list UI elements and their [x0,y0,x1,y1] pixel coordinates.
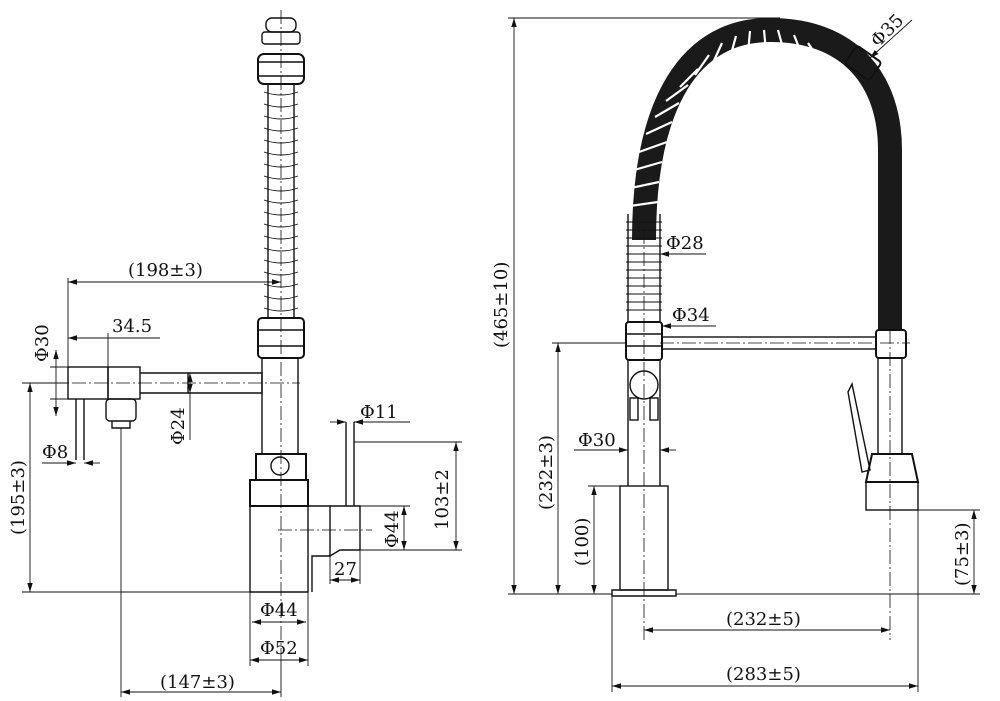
dim-phi28: Φ28 [666,233,704,254]
dim-103: 103±2 [432,469,453,530]
dim-phi35: Φ35 [867,10,908,51]
dim-195: (195±3) [8,460,29,535]
right-handle-column [847,330,920,640]
right-spring-hose [629,17,902,330]
dim-phi11: Φ11 [360,402,398,423]
dim-27: 27 [334,559,357,580]
right-dimensions: Φ35 Φ28 Φ34 (465±10) (232±3) Φ30 (100) [491,10,980,692]
left-faucet-body [249,357,372,593]
dim-75: (75±3) [952,523,973,586]
dim-phi24: Φ24 [168,407,189,445]
dim-phi44-side: Φ44 [382,510,403,548]
left-dimensions: (198±3) 34.5 Φ30 Φ24 Φ8 (195±3) [8,260,462,697]
left-spring-spout [257,10,305,660]
dim-phi34: Φ34 [672,305,710,326]
right-front-view: Φ35 Φ28 Φ34 (465±10) (232±3) Φ30 (100) [491,10,980,692]
right-crossbar [660,329,910,359]
dim-198: (198±3) [128,260,203,281]
dim-283: (283±5) [726,664,801,685]
dim-phi30-left: Φ30 [32,324,53,362]
dim-34-5: 34.5 [112,316,152,337]
left-side-view: (198±3) 34.5 Φ30 Φ24 Φ8 (195±3) [8,10,462,697]
dim-100: (100) [572,518,593,566]
dim-147: (147±3) [160,672,235,693]
dim-phi8: Φ8 [42,442,68,463]
dim-465: (465±10) [491,262,512,348]
dim-232-horizontal: (232±5) [726,609,801,630]
dim-phi30-right: Φ30 [578,430,616,451]
dim-phi44-base: Φ44 [260,600,298,621]
dim-phi52: Φ52 [260,638,298,659]
right-faucet-body [611,230,677,640]
dim-232-vertical: (232±3) [536,435,557,510]
